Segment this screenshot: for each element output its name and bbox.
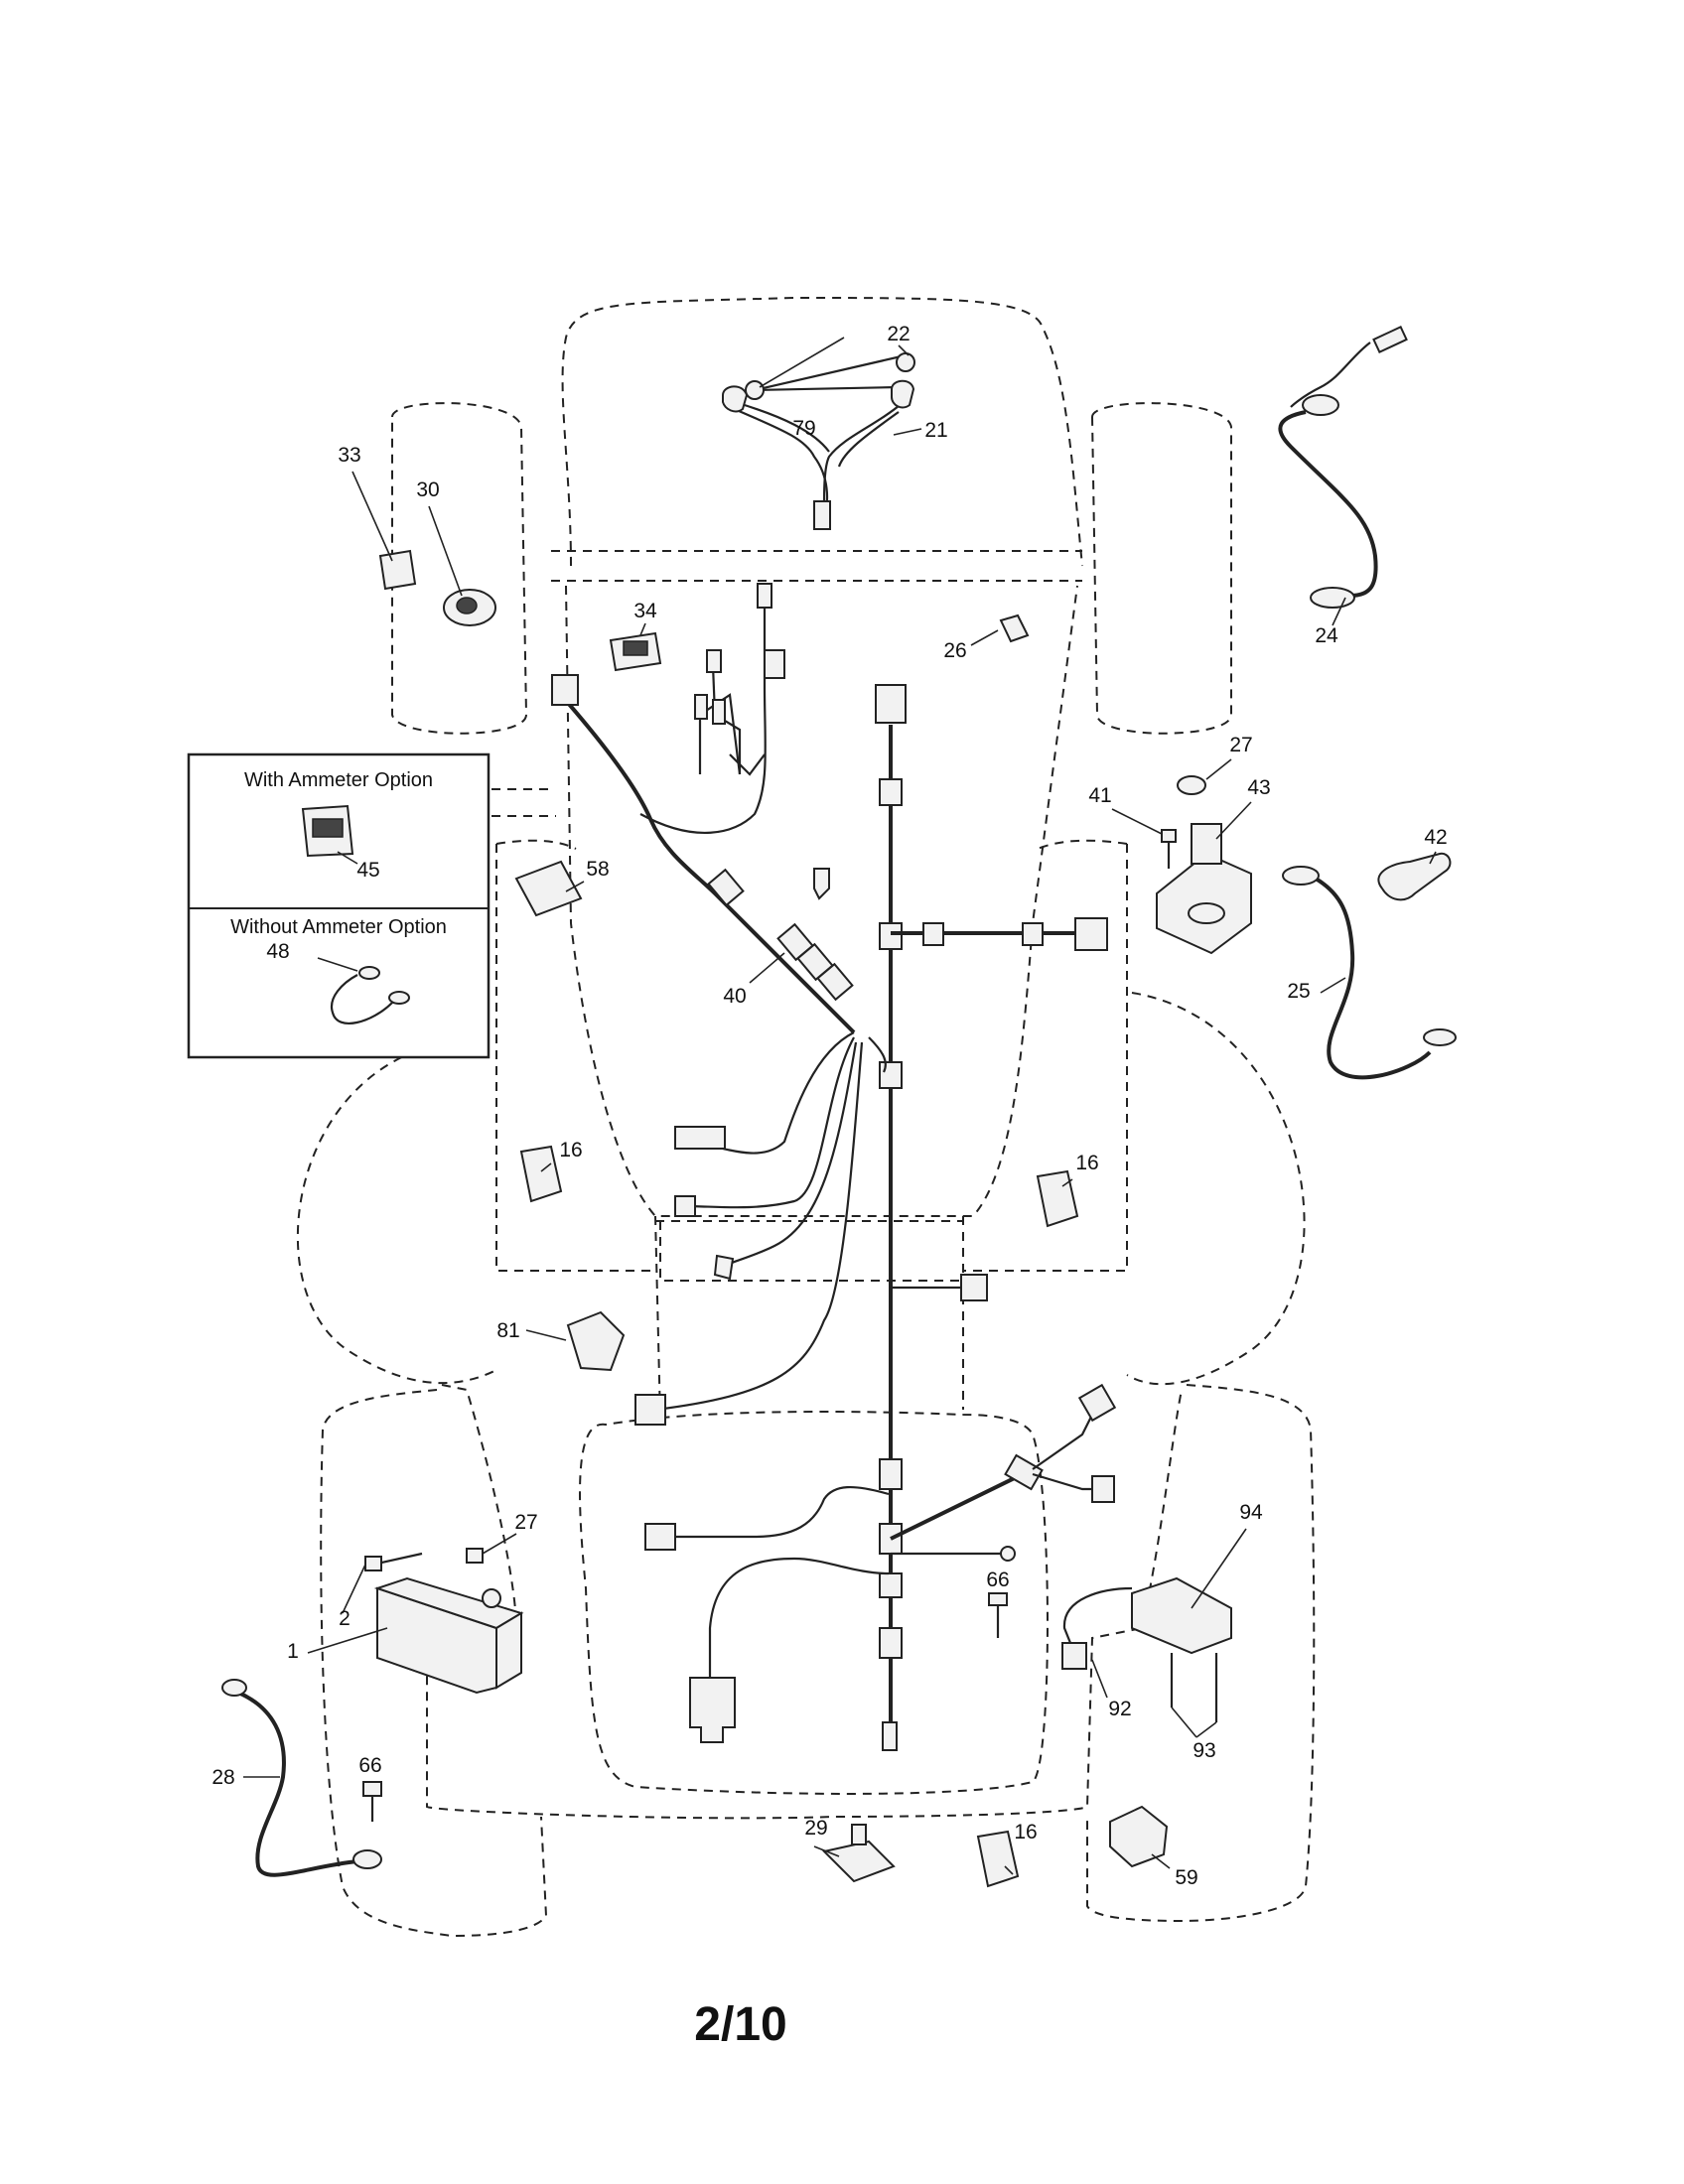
label-25: 25 xyxy=(1287,980,1310,1003)
label-27-top: 27 xyxy=(1229,734,1252,756)
battery-cable-25b xyxy=(1423,1028,1457,1046)
screw-66-right xyxy=(988,1592,1008,1606)
nut-27-top xyxy=(1177,775,1206,795)
label-16-right: 16 xyxy=(1075,1152,1098,1174)
label-66-right: 66 xyxy=(986,1569,1009,1591)
pto-plug xyxy=(634,1394,666,1426)
label-92: 92 xyxy=(1108,1698,1131,1720)
main-harness xyxy=(551,583,1117,1751)
label-40: 40 xyxy=(723,985,746,1008)
switch-29 xyxy=(822,1840,896,1883)
headlight-harness xyxy=(722,352,915,530)
label-59: 59 xyxy=(1175,1866,1197,1889)
label-16-bottom: 16 xyxy=(1014,1821,1037,1843)
ground-cable-terminal-24a xyxy=(1302,394,1339,416)
label-1: 1 xyxy=(287,1640,299,1663)
label-41: 41 xyxy=(1088,784,1111,807)
clip-part-33 xyxy=(378,549,417,591)
label-22: 22 xyxy=(887,323,910,345)
label-79: 79 xyxy=(792,417,815,440)
without-ammeter-title: Without Ammeter Option xyxy=(230,916,447,938)
label-81: 81 xyxy=(496,1319,519,1342)
label-33: 33 xyxy=(338,444,360,467)
harness-top-connector xyxy=(875,684,907,724)
fuse-26 xyxy=(999,614,1030,643)
relay-81 xyxy=(566,1310,626,1372)
bolt-41 xyxy=(1161,829,1177,843)
label-94: 94 xyxy=(1239,1501,1263,1524)
label-42: 42 xyxy=(1424,826,1447,849)
label-93: 93 xyxy=(1193,1739,1215,1762)
terminal-boot-42 xyxy=(1377,852,1452,901)
label-34: 34 xyxy=(633,600,657,622)
battery-cable-28b xyxy=(352,1849,382,1869)
label-45: 45 xyxy=(356,859,379,882)
label-30: 30 xyxy=(416,478,439,501)
connector-92 xyxy=(1061,1642,1087,1670)
with-ammeter-title: With Ammeter Option xyxy=(244,769,433,791)
nut-27-lower xyxy=(466,1548,484,1564)
bolt-2 xyxy=(364,1556,382,1571)
label-58: 58 xyxy=(586,858,609,881)
tractor-outline xyxy=(297,296,1316,1938)
seat-switch-94 xyxy=(1131,1576,1232,1655)
ground-cable-terminal-24b xyxy=(1310,587,1355,609)
page-number: 2/10 xyxy=(694,1998,786,2051)
label-66-left: 66 xyxy=(358,1754,381,1777)
module-59 xyxy=(1109,1805,1169,1868)
relay-16-right xyxy=(1036,1169,1079,1228)
relay-16-left xyxy=(519,1145,563,1203)
battery-cable-28a xyxy=(221,1679,247,1697)
label-28: 28 xyxy=(211,1766,234,1789)
screw-66-left xyxy=(362,1781,382,1797)
headlight-connector xyxy=(1074,917,1108,951)
label-21: 21 xyxy=(924,419,947,442)
seat-switch-plug xyxy=(674,1126,726,1150)
label-26: 26 xyxy=(943,639,966,662)
jumper-48-end-b xyxy=(388,991,410,1005)
label-2: 2 xyxy=(339,1607,351,1630)
label-48: 48 xyxy=(266,940,289,963)
label-43: 43 xyxy=(1247,776,1270,799)
headlight-bulb-left xyxy=(745,380,765,400)
relay-16-bottom xyxy=(976,1830,1020,1888)
label-29: 29 xyxy=(804,1817,827,1840)
battery-cable-25a xyxy=(1282,866,1320,886)
parts xyxy=(221,325,1457,1888)
label-24: 24 xyxy=(1315,624,1338,647)
part-labels: 33 30 22 79 21 24 34 26 27 41 43 42 25 5… xyxy=(211,323,1447,1889)
ignition-connector xyxy=(551,674,579,706)
leader-lines xyxy=(243,337,1437,1875)
label-16-left: 16 xyxy=(559,1139,582,1161)
headlight-bulb-right xyxy=(896,352,915,372)
jumper-48-end-a xyxy=(358,966,380,980)
starter-plug xyxy=(689,1677,736,1743)
module-58 xyxy=(514,860,583,917)
ammeter-option-box: With Ammeter Option Without Ammeter Opti… xyxy=(187,752,491,1059)
label-27-lower: 27 xyxy=(514,1511,537,1534)
